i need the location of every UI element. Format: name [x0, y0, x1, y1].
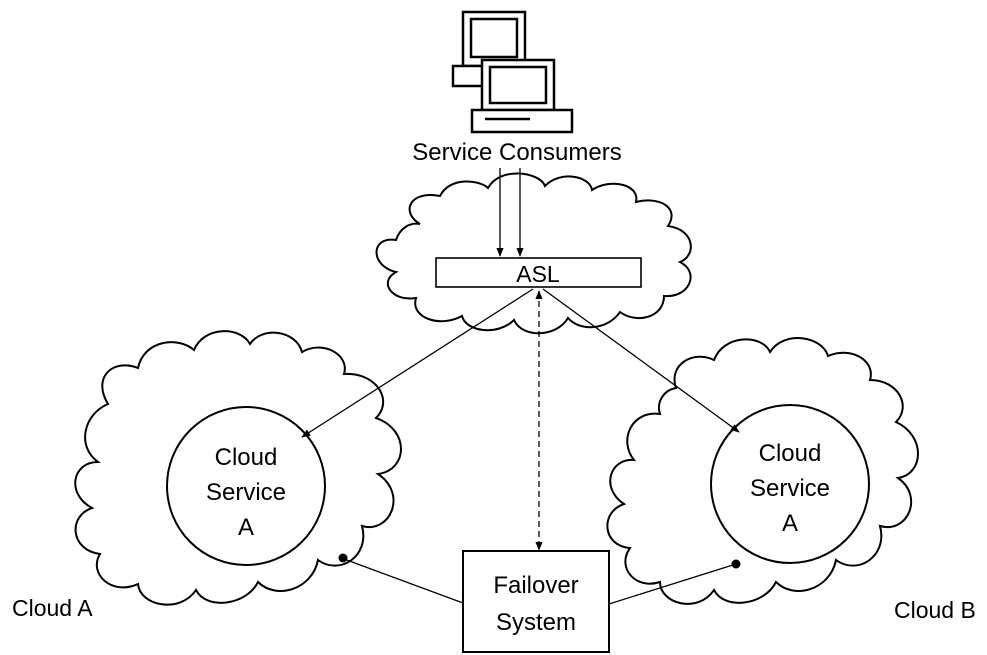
failover-line1: Failover	[493, 572, 578, 599]
cloud-service-b-circle	[710, 404, 870, 564]
asl-to-cloud-a-arrow	[301, 288, 534, 438]
cloud-a-service-line3: A	[238, 514, 254, 541]
asl-box	[435, 257, 642, 288]
cloud-b-service-line2: Service	[750, 475, 830, 502]
asl-label: ASL	[516, 261, 560, 287]
failover-to-cloud-a-line	[343, 558, 464, 604]
failover-to-cloud-b-line	[608, 563, 737, 605]
cloud-a-label: Cloud A	[12, 595, 93, 621]
cloud-a-service-line2: Service	[206, 479, 286, 506]
cloud-b-connection-dot	[731, 559, 741, 569]
cloud-b-service-line1: Cloud	[759, 440, 822, 467]
computer-icon	[470, 58, 574, 134]
cloud-b-label: Cloud B	[894, 597, 976, 623]
cloud-a-connection-dot	[338, 553, 348, 563]
failover-line2: System	[496, 609, 576, 636]
cloud-b-service-line3: A	[782, 510, 798, 537]
service-consumers-label: Service Consumers	[412, 139, 621, 166]
cloud-a-service-line1: Cloud	[215, 444, 278, 471]
cloud-service-a-circle	[166, 406, 326, 566]
failover-system-box	[462, 550, 610, 653]
asl-to-cloud-b-arrow	[542, 288, 740, 433]
asl-cloud	[375, 172, 692, 335]
